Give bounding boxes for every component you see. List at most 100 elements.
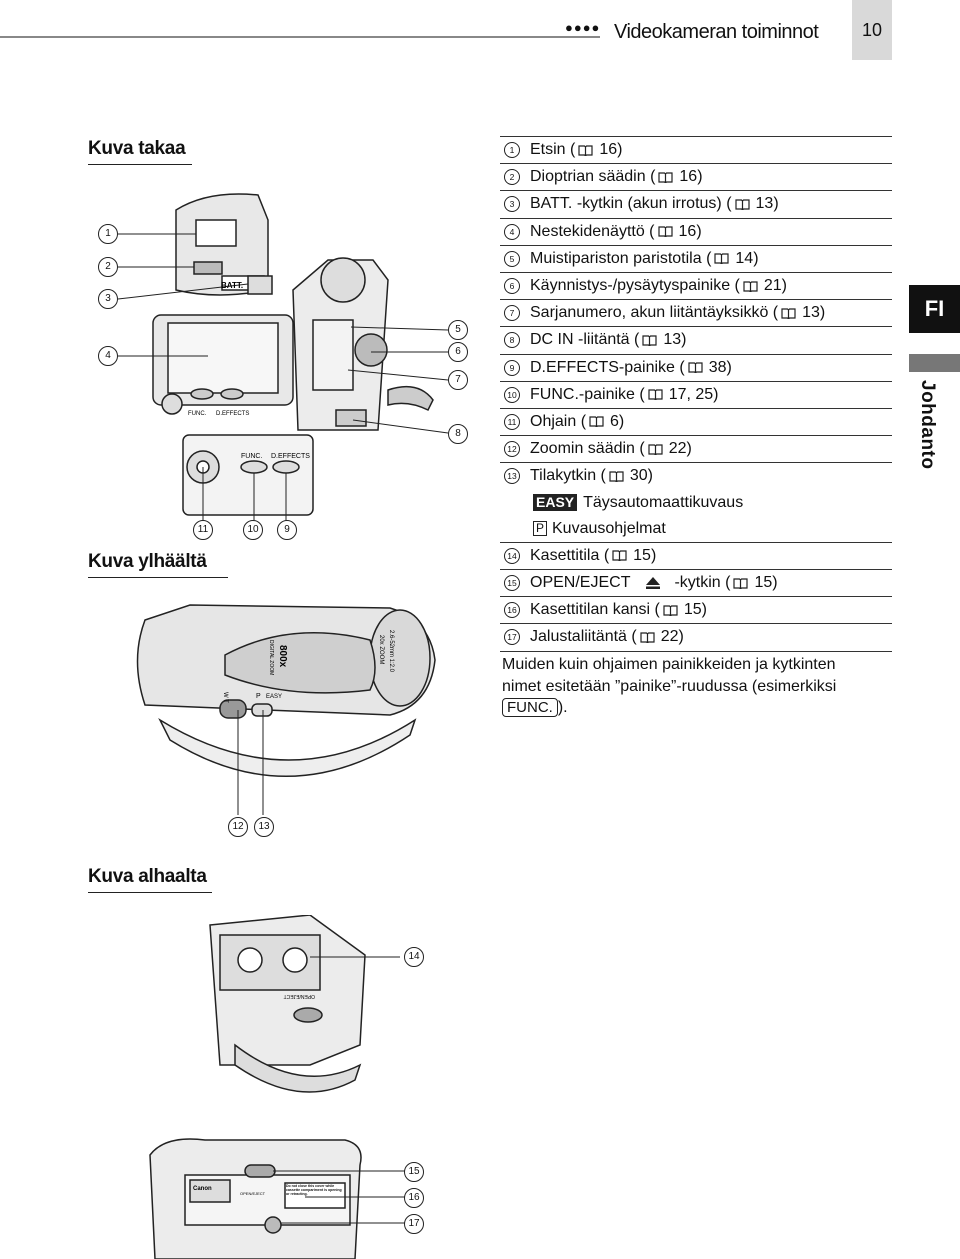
item-text: DC IN -liitäntä ( — [530, 331, 640, 349]
book-icon — [714, 253, 730, 265]
item-text-2: -kytkin ( — [674, 574, 731, 592]
bottom-view-illustration: Canon OPEN/EJECT Do not close this cover… — [149, 1138, 405, 1259]
item-text: FUNC.-painike ( — [530, 385, 645, 403]
item-text: Jalustaliitäntä ( — [530, 628, 637, 646]
item-text: Ohjain ( — [530, 412, 587, 430]
back-view-illustration: BATT. FUNC. D.EFFECTS FUNC. D.EFFECTS — [117, 193, 449, 520]
callout-10: 10 — [243, 520, 263, 540]
note-line-3-tail: ). — [557, 699, 568, 716]
bottom-view-title: Kuva alhaalta — [88, 866, 207, 887]
item-text: Etsin ( — [530, 141, 576, 159]
item-number: 4 — [504, 223, 520, 240]
section-tab: Johdanto — [917, 380, 938, 470]
callout-15: 15 — [404, 1162, 424, 1182]
item-ref: 14) — [735, 249, 759, 267]
book-icon — [648, 444, 663, 455]
item-text: Nestekidenäyttö ( — [530, 222, 655, 240]
item-number: 8 — [504, 332, 520, 349]
top-view-illustration: 800x DIGITAL ZOOM 20x ZOOM 2.6-52mm 1:2.… — [136, 604, 436, 815]
deffects-label-back: D.EFFECTS — [216, 411, 249, 417]
item-number: 15 — [504, 575, 520, 592]
item-text: OPEN/EJECT — [530, 574, 631, 592]
mode-easy-label: EASY — [266, 694, 282, 700]
book-icon — [612, 550, 627, 562]
item-text: Kasettitilan kansi ( — [530, 601, 660, 619]
callout-13: 13 — [254, 817, 274, 837]
header-title: Videokameran toiminnot — [614, 21, 819, 43]
digital-zoom-text: DIGITAL ZOOM — [268, 640, 274, 675]
language-tab: FI — [909, 285, 960, 333]
callout-11: 11 — [193, 520, 213, 540]
item-number: 5 — [504, 250, 520, 267]
bottom-view-heading: Kuva alhaalta — [88, 866, 212, 893]
item-number: 6 — [504, 278, 520, 295]
item-ref: 6) — [610, 412, 625, 430]
item-ref: 22) — [660, 628, 684, 646]
item-number: 2 — [504, 169, 520, 186]
item-number: 13 — [504, 468, 520, 485]
callout-14: 14 — [404, 947, 424, 967]
mode-p-label: P — [256, 693, 261, 700]
item-ref: 13) — [802, 304, 826, 322]
book-icon — [609, 471, 624, 482]
note-line-2: nimet esitetään ”painike”-ruudussa (esim… — [502, 677, 837, 695]
callout-17: 17 — [404, 1214, 424, 1234]
item-number: 10 — [504, 386, 520, 403]
optical-zoom-text: 20x ZOOM — [378, 635, 384, 664]
book-icon — [578, 144, 593, 156]
batt-label: BATT. — [221, 281, 243, 290]
zoom-wt-label: W T — [222, 692, 228, 703]
book-icon — [743, 280, 758, 292]
item-ref: 16) — [599, 141, 623, 159]
back-view-heading: Kuva takaa — [88, 138, 192, 165]
cassette-open-illustration: OPEN/EJECT — [209, 915, 400, 1093]
item-ref: 15) — [633, 546, 657, 564]
func-label-back: FUNC. — [188, 411, 207, 417]
item-text: D.EFFECTS-painike ( — [530, 358, 685, 376]
item-ref: 22) — [668, 440, 692, 458]
lens-spec-text: 2.6-52mm 1:2.0 — [388, 630, 394, 673]
item-ref: 16) — [678, 222, 702, 240]
callout-4: 4 — [98, 346, 118, 366]
p-badge: P — [533, 521, 547, 537]
book-icon — [781, 308, 796, 319]
callout-5: 5 — [448, 320, 468, 340]
item-text: Sarjanumero, akun liitäntäyksikkö ( — [530, 304, 779, 322]
item-text: Tilakytkin ( — [530, 467, 606, 485]
callout-8: 8 — [448, 424, 468, 444]
item-ref: 21) — [763, 277, 787, 295]
callout-9: 9 — [277, 520, 297, 540]
item-number: 3 — [504, 196, 520, 213]
note-line-1: Muiden kuin ohjaimen painikkeiden ja kyt… — [502, 656, 836, 673]
open-eject-label-2: OPEN/EJECT — [240, 1191, 266, 1196]
item-number: 17 — [504, 629, 520, 646]
warning-text-box: Do not close this cover while cassette c… — [286, 1184, 342, 1196]
list-item: 7 Sarjanumero, akun liitäntäyksikkö ( 13) — [500, 299, 892, 326]
header-rule — [0, 36, 600, 38]
book-icon — [733, 577, 749, 589]
warning-text: Do not close this cover while cassette c… — [286, 1184, 342, 1196]
item-number: 12 — [504, 441, 520, 458]
item-number: 14 — [504, 547, 520, 564]
item-ref: 30) — [629, 467, 653, 485]
top-view-title: Kuva ylhäältä — [88, 551, 207, 572]
item-ref: 15) — [683, 601, 707, 619]
language-tab-text: FI — [924, 296, 945, 321]
book-icon — [734, 199, 750, 210]
item-number: 11 — [504, 413, 520, 430]
list-item: 1 Etsin ( 16) — [500, 136, 892, 163]
top-view-heading: Kuva ylhäältä — [88, 551, 228, 578]
item-number: 7 — [504, 305, 520, 322]
page-number-text: 10 — [861, 19, 883, 40]
item-text: Muistipariston paristotila ( — [530, 249, 712, 267]
item-number: 1 — [504, 142, 520, 159]
